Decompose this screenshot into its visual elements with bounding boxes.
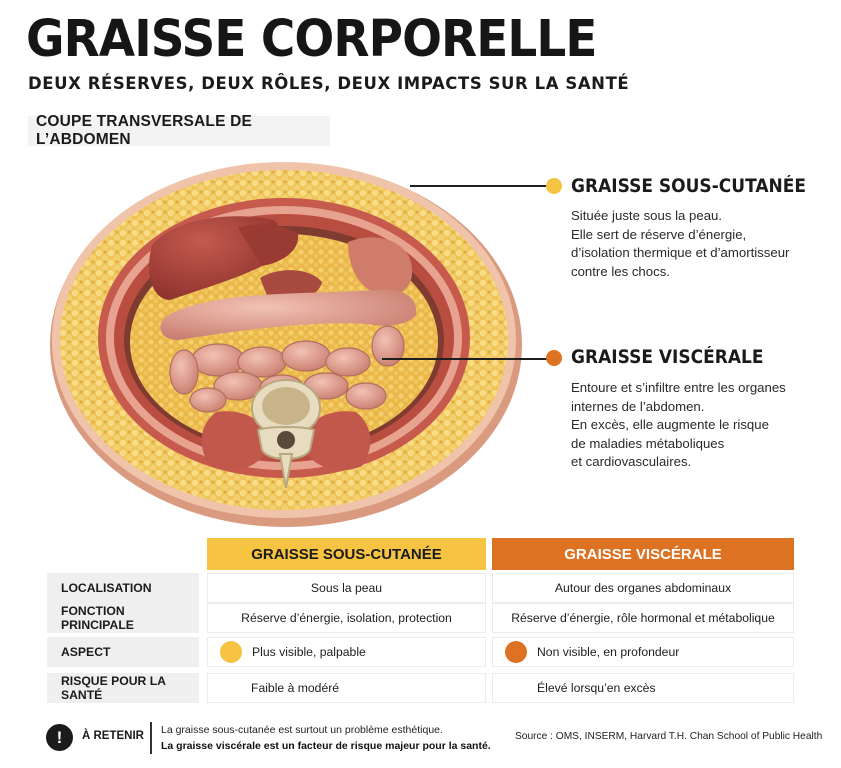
- visceral-marker-dot: [546, 350, 562, 366]
- subcutaneous-color-dot: [220, 641, 242, 663]
- section-label-text: COUPE TRANSVERSALE DE L’ABDOMEN: [36, 113, 253, 148]
- aspect-text: Plus visible, palpable: [252, 645, 366, 659]
- table-cell: Sous la peau: [207, 573, 486, 603]
- subcutaneous-callout-title: GRAISSE SOUS-CUTANÉE: [571, 176, 807, 197]
- callout-line: Elle sert de réserve d’énergie,: [571, 226, 747, 242]
- subcutaneous-pointer-line: [410, 185, 548, 187]
- table-header-subcutaneous: GRAISSE SOUS-CUTANÉE: [207, 538, 486, 570]
- table-cell: Faible à modéré: [207, 673, 486, 703]
- retain-label: À RETENIR: [82, 730, 144, 742]
- abdomen-cross-section-illustration: [50, 162, 522, 527]
- visceral-color-dot: [505, 641, 527, 663]
- callout-line: contre les chocs.: [571, 263, 670, 279]
- page-title: GRAISSE CORPORELLE: [26, 10, 597, 69]
- subcutaneous-marker-dot: [546, 178, 562, 194]
- section-label: COUPE TRANSVERSALE DE L’ABDOMEN: [28, 113, 330, 148]
- callout-line: Entoure et s’infiltre entre les organes: [571, 380, 786, 395]
- aspect-text: Non visible, en profondeur: [537, 645, 680, 659]
- table-cell: Réserve d’énergie, rôle hormonal et méta…: [492, 603, 794, 633]
- table-cell-aspect-subcutaneous: Plus visible, palpable: [207, 637, 486, 667]
- visceral-callout-title: GRAISSE VISCÉRALE: [571, 347, 764, 368]
- table-cell: Réserve d’énergie, isolation, protection: [207, 603, 486, 633]
- visceral-pointer-line: [382, 358, 548, 360]
- callout-line: internes de l’abdomen.: [571, 398, 705, 414]
- table-header-visceral: GRAISSE VISCÉRALE: [492, 538, 794, 570]
- callout-line: d’isolation thermique et d’amortisseur: [571, 245, 790, 260]
- source-credit: Source : OMS, INSERM, Harvard T.H. Chan …: [515, 731, 823, 742]
- page-subtitle: DEUX RÉSERVES, DEUX RÔLES, DEUX IMPACTS …: [28, 74, 630, 94]
- footer-note-line1: La graisse sous-cutanée est surtout un p…: [161, 724, 443, 736]
- footer-note-line2: La graisse viscérale est un facteur de r…: [161, 740, 491, 752]
- callout-line: En excès, elle augmente le risque: [571, 417, 769, 432]
- risk-text: Élevé lorsqu’en excès: [537, 681, 656, 695]
- table-cell: Autour des organes abdominaux: [492, 573, 794, 603]
- callout-line: et cardiovasculaires.: [571, 454, 692, 469]
- table-cell-aspect-visceral: Non visible, en profondeur: [492, 637, 794, 667]
- row-label-localisation: LOCALISATION: [47, 573, 199, 603]
- row-label-risque: RISQUE POUR LA SANTÉ: [47, 673, 199, 703]
- callout-line: Située juste sous la peau.: [571, 208, 723, 223]
- footer-divider: [150, 722, 152, 754]
- callout-line: de maladies métaboliques: [571, 435, 725, 451]
- row-label-fonction: FONCTION PRINCIPALE: [47, 603, 199, 633]
- risk-text: Faible à modéré: [251, 681, 340, 695]
- exclamation-icon: !: [46, 724, 73, 751]
- row-label-aspect: ASPECT: [47, 637, 199, 667]
- table-cell: Élevé lorsqu’en excès: [492, 673, 794, 703]
- visceral-callout-text: Entoure et s’infiltre entre les organes …: [571, 379, 821, 472]
- subcutaneous-callout-text: Située juste sous la peau. Elle sert de …: [571, 207, 821, 281]
